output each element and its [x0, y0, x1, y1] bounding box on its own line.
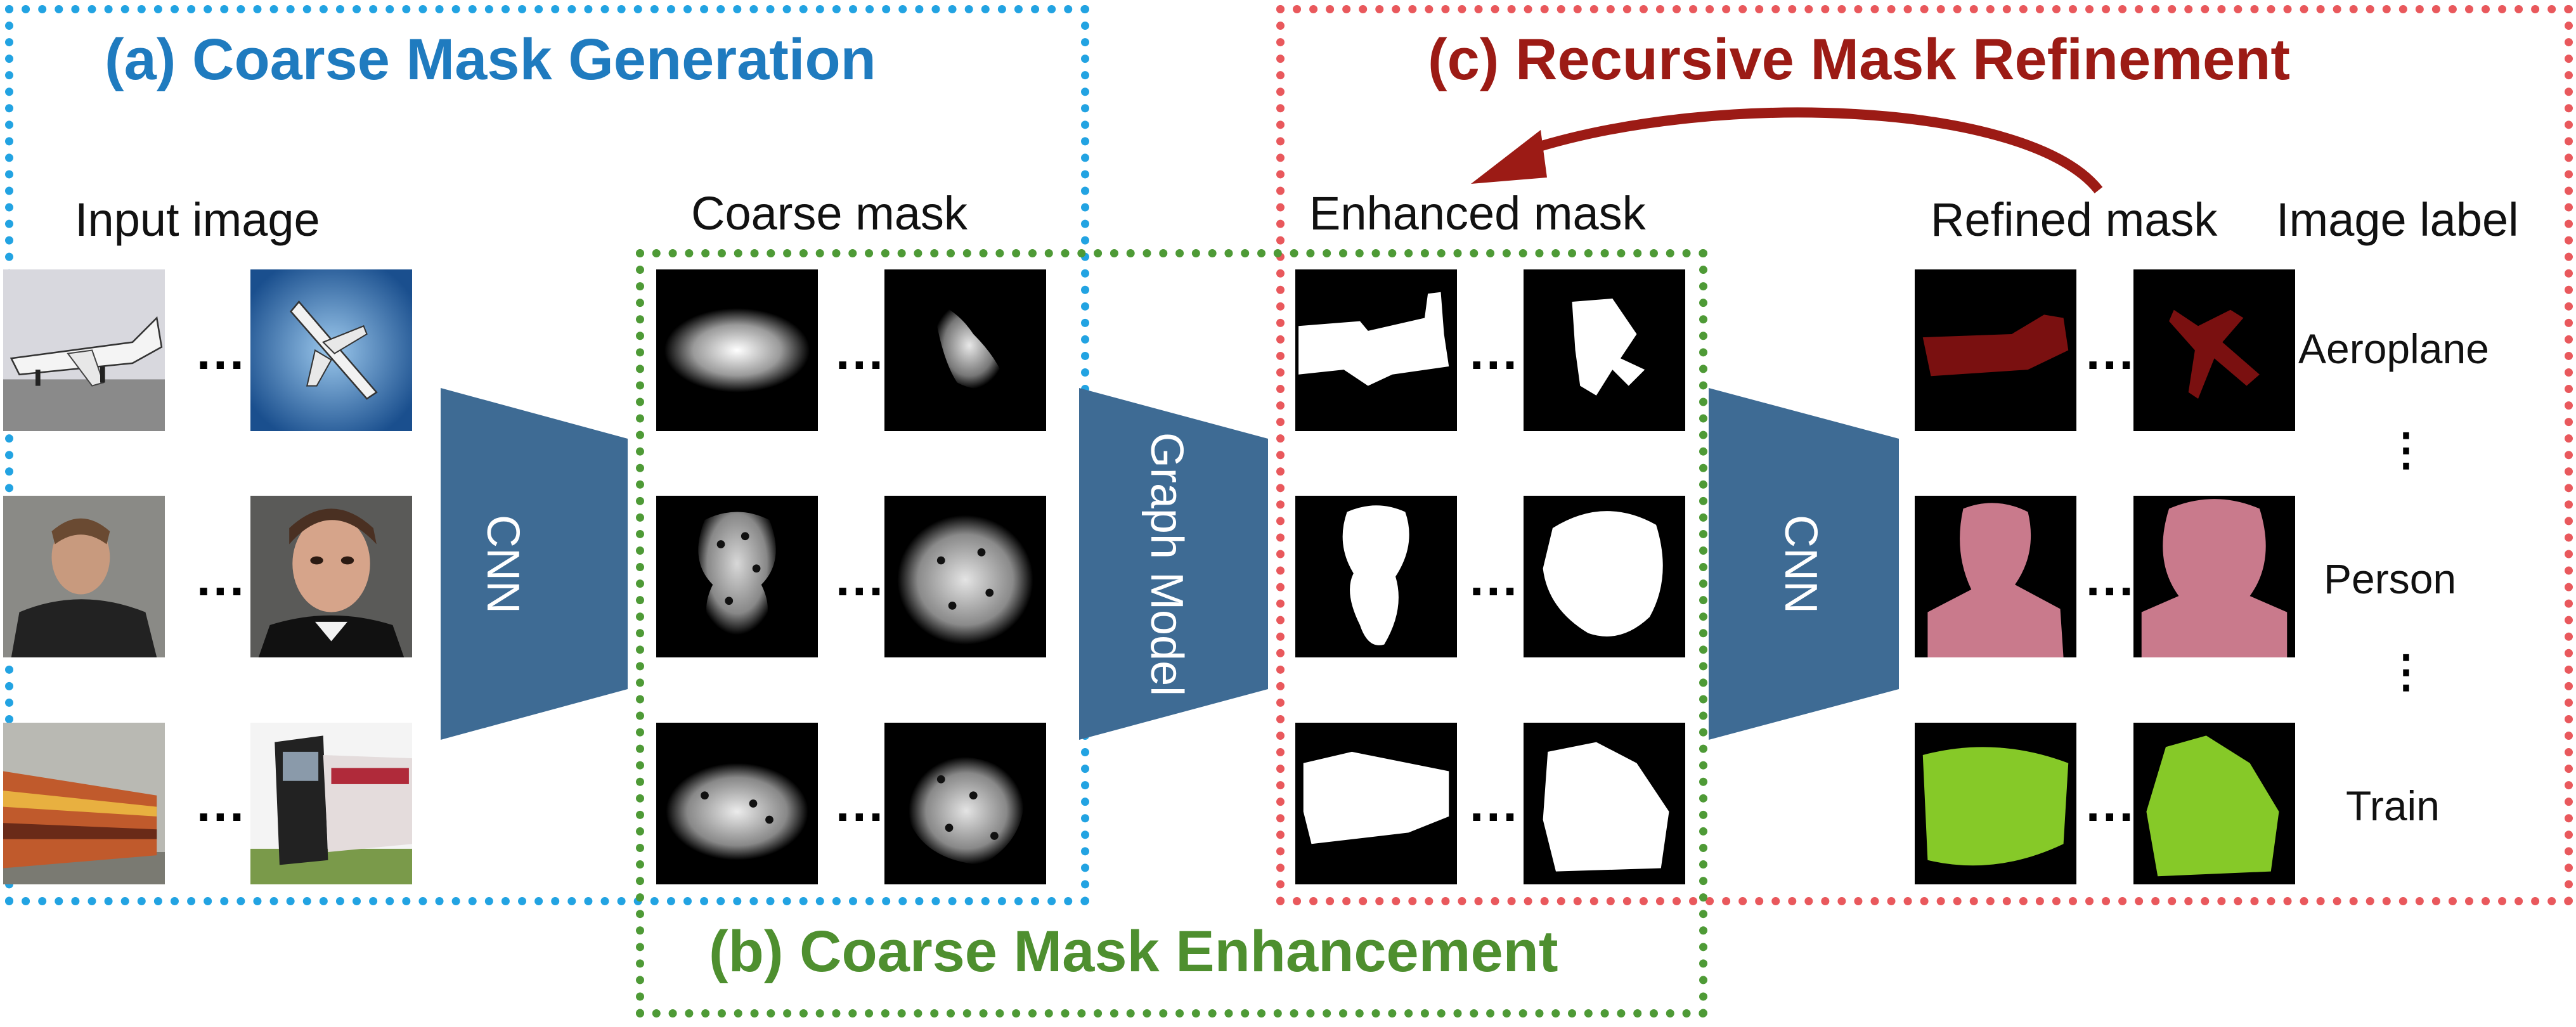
coarse-generation-title: (a) Coarse Mask Generation — [105, 27, 876, 92]
ellipsis-enhanced-row1: ... — [1470, 323, 1520, 380]
enhanced-mask-train-2 — [1524, 723, 1685, 884]
ellipsis-refined-row2: ... — [2086, 550, 2136, 606]
cnn-encoder-block-1 — [441, 388, 628, 740]
coarse-mask-person-1 — [656, 496, 818, 657]
refined-mask-label: Refined mask — [1931, 193, 2218, 246]
refined-mask-train-1 — [1915, 723, 2076, 884]
coarse-mask-aeroplane-2 — [884, 269, 1046, 431]
recursive-refinement-title: (c) Recursive Mask Refinement — [1428, 27, 2291, 92]
recursive-refinement-box — [1276, 5, 2573, 905]
enhanced-mask-label: Enhanced mask — [1309, 187, 1646, 240]
enhanced-mask-aeroplane-1 — [1295, 269, 1457, 431]
refined-mask-person-1 — [1915, 496, 2076, 657]
cnn-encoder-block-2 — [1709, 388, 1899, 740]
graph-model-block — [1079, 388, 1268, 740]
input-image-train-2 — [250, 723, 412, 884]
refined-mask-train-2 — [2133, 723, 2295, 884]
ellipsis-coarse-row3: ... — [836, 775, 886, 832]
input-image-label: Input image — [75, 193, 320, 246]
input-image-person-2 — [250, 496, 412, 657]
coarse-mask-train-2 — [884, 723, 1046, 884]
coarse-mask-person-2 — [884, 496, 1046, 657]
enhanced-mask-train-1 — [1295, 723, 1457, 884]
graph-model-label: Graph Model — [1141, 432, 1192, 697]
ellipsis-coarse-row2: ... — [836, 550, 886, 606]
cnn-label-2: CNN — [1775, 515, 1826, 614]
ellipsis-input-row1: ... — [197, 323, 247, 380]
class-label-train: Train — [2346, 782, 2440, 829]
enhanced-mask-person-1 — [1295, 496, 1457, 657]
input-image-person-1 — [3, 496, 165, 657]
ellipsis-input-row3: ... — [197, 775, 247, 832]
enhanced-mask-person-2 — [1524, 496, 1685, 657]
ellipsis-refined-row3: ... — [2086, 775, 2136, 832]
cnn-label-1: CNN — [477, 515, 528, 614]
coarse-mask-label: Coarse mask — [691, 187, 968, 240]
ellipsis-coarse-row1: ... — [836, 323, 886, 380]
refined-mask-person-2 — [2133, 496, 2295, 657]
image-label-header: Image label — [2276, 193, 2519, 246]
ellipsis-input-row2: ... — [197, 550, 247, 606]
coarse-mask-aeroplane-1 — [656, 269, 818, 431]
coarse-enhancement-box — [636, 249, 1707, 1017]
refined-mask-aeroplane-1 — [1915, 269, 2076, 431]
class-label-aeroplane: Aeroplane — [2298, 325, 2489, 372]
input-image-train-1 — [3, 723, 165, 884]
refined-mask-aeroplane-2 — [2133, 269, 2295, 431]
coarse-enhancement-title: (b) Coarse Mask Enhancement — [709, 919, 1558, 984]
class-label-person: Person — [2324, 555, 2457, 602]
vertical-ellipsis-1: ⋮ — [2384, 425, 2428, 474]
feedback-arrow-icon — [1471, 107, 2103, 193]
input-image-aeroplane-2 — [250, 269, 412, 431]
coarse-mask-train-1 — [656, 723, 818, 884]
ellipsis-refined-row1: ... — [2086, 323, 2136, 380]
ellipsis-enhanced-row3: ... — [1470, 775, 1520, 832]
input-image-aeroplane-1 — [3, 269, 165, 431]
enhanced-mask-aeroplane-2 — [1524, 269, 1685, 431]
ellipsis-enhanced-row2: ... — [1470, 550, 1520, 606]
vertical-ellipsis-2: ⋮ — [2384, 647, 2428, 696]
